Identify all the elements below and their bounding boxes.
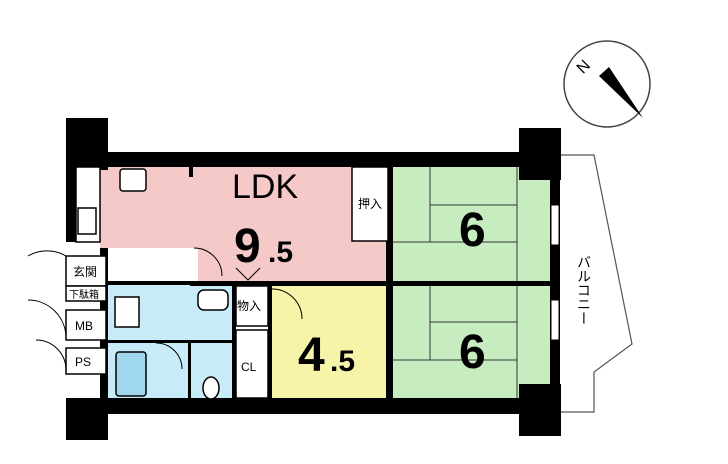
cl-label: CL xyxy=(241,360,257,374)
western-room-int: 4 xyxy=(298,329,325,382)
western-room-dec: .5 xyxy=(330,345,355,378)
jp-room-b-size: 6 xyxy=(459,326,486,379)
shoe-box-area xyxy=(65,285,107,302)
window-marks xyxy=(550,204,560,341)
western-room-floor xyxy=(271,286,391,405)
compass-needle xyxy=(599,67,643,118)
oshiire-closet xyxy=(351,166,389,242)
bathtub xyxy=(115,351,147,397)
washing-machine-spot xyxy=(114,296,140,328)
ps-label: PS xyxy=(75,355,91,369)
tatami-lines xyxy=(393,167,518,405)
fixtures xyxy=(65,166,389,400)
balcony-label: バルコニー xyxy=(575,255,591,325)
door-swings xyxy=(27,247,303,371)
stove xyxy=(77,207,97,235)
mb-label: MB xyxy=(75,319,93,333)
compass: N xyxy=(563,40,651,128)
balcony-outline xyxy=(560,154,633,413)
washbasin xyxy=(197,289,229,311)
walls xyxy=(66,118,561,440)
oshiire-label: 押入 xyxy=(358,197,382,211)
entrance-area xyxy=(65,255,107,287)
balcony xyxy=(560,154,633,413)
ldk-name: LDK xyxy=(232,168,298,206)
toilet-bowl xyxy=(202,376,220,400)
jp-room-a-size: 6 xyxy=(459,204,486,257)
cl-closet xyxy=(235,329,269,399)
ldk-floor xyxy=(100,167,390,281)
ldk-size-dec: .5 xyxy=(268,236,293,269)
compass-circle xyxy=(563,40,651,128)
sink xyxy=(119,168,147,192)
monoire-closet xyxy=(235,285,269,327)
monoire-label: 物入 xyxy=(237,299,261,313)
mb-area xyxy=(65,309,107,341)
shoe-box-label: 下駄箱 xyxy=(69,288,99,301)
ldk-size-int: 9 xyxy=(234,220,261,273)
jp-room-a-floor xyxy=(393,167,550,281)
ps-area xyxy=(65,347,107,375)
entrance-label: 玄関 xyxy=(73,264,97,279)
room-labels: LDK 9 .5 6 6 4 .5 玄関 下駄箱 MB PS 押入 物入 CL … xyxy=(69,168,591,382)
